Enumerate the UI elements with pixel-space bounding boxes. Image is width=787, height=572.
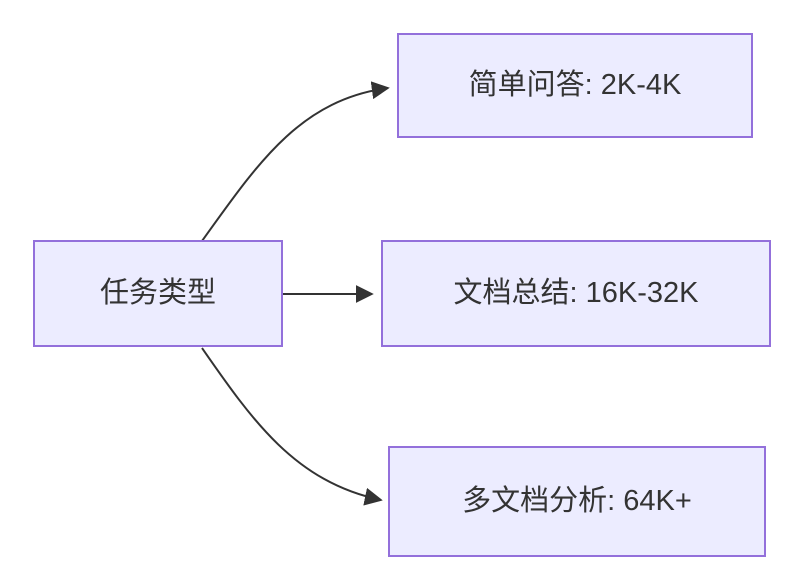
node-doc-summary: 文档总结: 16K-32K [381,240,771,347]
node-task-type-label: 任务类型 [99,277,216,310]
edge-task-type-to-multi-doc-arrow [201,347,383,506]
node-task-type: 任务类型 [33,240,283,347]
node-multi-doc: 多文档分析: 64K+ [388,446,766,557]
node-simple-qa-label: 简单问答: 2K-4K [468,69,682,102]
node-doc-summary-label: 文档总结: 16K-32K [453,277,699,310]
node-multi-doc-label: 多文档分析: 64K+ [462,485,692,518]
node-simple-qa: 简单问答: 2K-4K [397,33,753,138]
edge-task-type-to-simple-qa-arrow [201,81,390,242]
